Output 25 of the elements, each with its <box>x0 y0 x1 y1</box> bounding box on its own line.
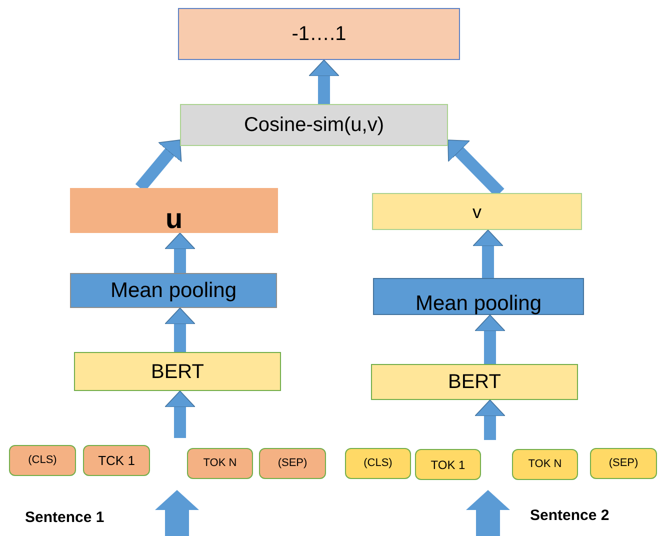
token-box: TOK 1 <box>415 449 481 480</box>
token-box: TCK 1 <box>83 445 150 476</box>
token-box: TOK N <box>187 448 253 479</box>
block-arrow <box>474 400 506 440</box>
block-arrow <box>164 390 196 438</box>
pooling-box: Mean pooling <box>373 278 584 315</box>
block-arrow <box>308 60 340 104</box>
pooling-box: Mean pooling <box>70 273 277 308</box>
sentence-label: Sentence 1 <box>25 508 104 528</box>
token-box: TOK N <box>512 449 578 480</box>
output-box: -1….1 <box>178 8 460 60</box>
token-box: (SEP) <box>259 448 326 479</box>
embedding-box: v <box>372 193 582 230</box>
block-arrow <box>164 232 196 273</box>
sentence-label: Sentence 2 <box>530 506 610 526</box>
block-arrow <box>474 314 506 364</box>
block-arrow <box>164 308 196 352</box>
token-box: (CLS) <box>9 445 76 476</box>
embedding-box: u <box>70 188 278 233</box>
model-box: BERT <box>371 364 578 400</box>
token-box: (CLS) <box>345 448 411 479</box>
token-box: (SEP) <box>590 448 657 479</box>
model-box: BERT <box>74 352 281 391</box>
similarity-box: Cosine-sim(u,v) <box>180 104 448 146</box>
block-arrow <box>472 230 504 278</box>
